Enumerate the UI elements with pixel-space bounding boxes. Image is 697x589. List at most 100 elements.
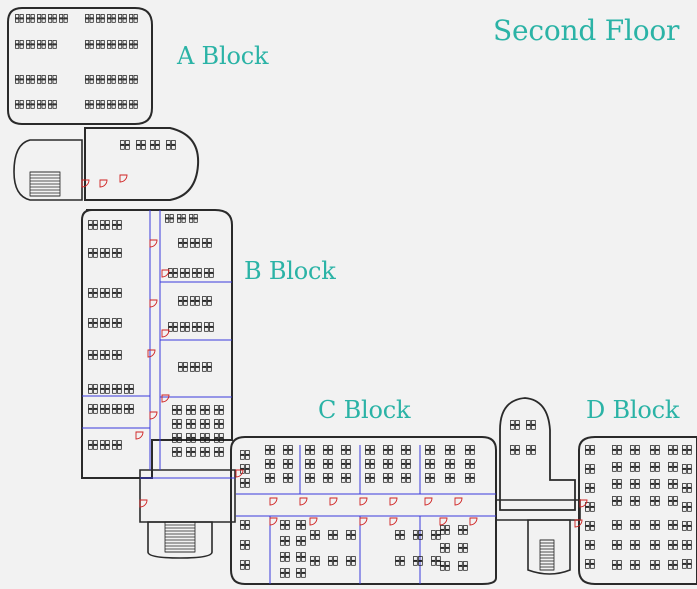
desk: [668, 520, 673, 525]
desk-cluster: [280, 552, 290, 562]
desk-cluster: [120, 140, 130, 150]
desk: [93, 288, 98, 293]
desk: [202, 243, 207, 248]
desk: [315, 561, 320, 566]
desk: [240, 565, 245, 570]
desk: [93, 225, 98, 230]
desk-cluster: [365, 459, 375, 469]
desk-cluster: [668, 445, 678, 455]
desk: [400, 561, 405, 566]
desk: [41, 14, 46, 19]
desk: [100, 220, 105, 225]
desk: [245, 478, 250, 483]
desk: [650, 501, 655, 506]
desk: [687, 540, 692, 545]
desk: [388, 473, 393, 478]
desk: [431, 556, 436, 561]
desk-cluster: [630, 462, 640, 472]
desk: [310, 473, 315, 478]
desk: [48, 100, 53, 105]
desk: [323, 464, 328, 469]
stair-b-wall: [147, 521, 213, 559]
desk: [88, 248, 93, 253]
desk: [401, 445, 406, 450]
desk: [635, 496, 640, 501]
desk: [190, 362, 195, 367]
desk: [510, 420, 515, 425]
desk: [177, 419, 182, 424]
desk: [195, 367, 200, 372]
desk: [88, 404, 93, 409]
desk: [395, 535, 400, 540]
desk: [617, 467, 622, 472]
desk: [89, 75, 94, 80]
desk: [118, 44, 123, 49]
desk: [655, 565, 660, 570]
desk: [168, 322, 173, 327]
desk: [445, 473, 450, 478]
desk-cluster: [458, 561, 468, 571]
desk: [341, 445, 346, 450]
desk: [48, 104, 53, 109]
desk: [612, 462, 617, 467]
desk: [635, 520, 640, 525]
desk: [88, 384, 93, 389]
desk: [687, 445, 692, 450]
door-swing: [299, 497, 308, 506]
desk: [668, 560, 673, 565]
desk-cluster: [240, 478, 250, 488]
desk: [418, 535, 423, 540]
desk: [682, 526, 687, 531]
desk: [192, 327, 197, 332]
desk: [89, 14, 94, 19]
desk-cluster: [186, 447, 196, 457]
desk: [129, 404, 134, 409]
door-swing: [424, 497, 433, 506]
desk-cluster: [202, 296, 212, 306]
desk: [219, 447, 224, 452]
desk: [673, 479, 678, 484]
desk: [673, 540, 678, 545]
desk: [111, 100, 116, 105]
desk-cluster: [296, 520, 306, 530]
desk-cluster: [526, 445, 536, 455]
desk: [650, 496, 655, 501]
desk-cluster: [305, 473, 315, 483]
desk: [93, 355, 98, 360]
desk: [346, 464, 351, 469]
desk-cluster: [178, 362, 188, 372]
desk-cluster: [650, 560, 660, 570]
desk: [141, 145, 146, 150]
desk: [655, 450, 660, 455]
desk-cluster: [585, 502, 595, 512]
desk: [205, 410, 210, 415]
desk: [177, 424, 182, 429]
desk: [283, 464, 288, 469]
desk: [515, 420, 520, 425]
desk: [183, 243, 188, 248]
desk: [19, 40, 24, 45]
desk: [370, 445, 375, 450]
desk: [310, 561, 315, 566]
desk: [30, 100, 35, 105]
desk: [365, 464, 370, 469]
desk: [365, 450, 370, 455]
desk: [96, 100, 101, 105]
desk-cluster: [413, 530, 423, 540]
desk: [219, 424, 224, 429]
desk: [310, 464, 315, 469]
desk: [301, 552, 306, 557]
desk: [296, 525, 301, 530]
desk: [205, 433, 210, 438]
desk-cluster: [88, 248, 98, 258]
desk: [155, 140, 160, 145]
desk-cluster: [668, 540, 678, 550]
desk: [214, 447, 219, 452]
desk-cluster: [265, 473, 275, 483]
desk-cluster: [48, 75, 57, 84]
desk: [650, 467, 655, 472]
desk: [168, 273, 173, 278]
desk-cluster: [323, 445, 333, 455]
desk: [245, 525, 250, 530]
desk: [30, 79, 35, 84]
